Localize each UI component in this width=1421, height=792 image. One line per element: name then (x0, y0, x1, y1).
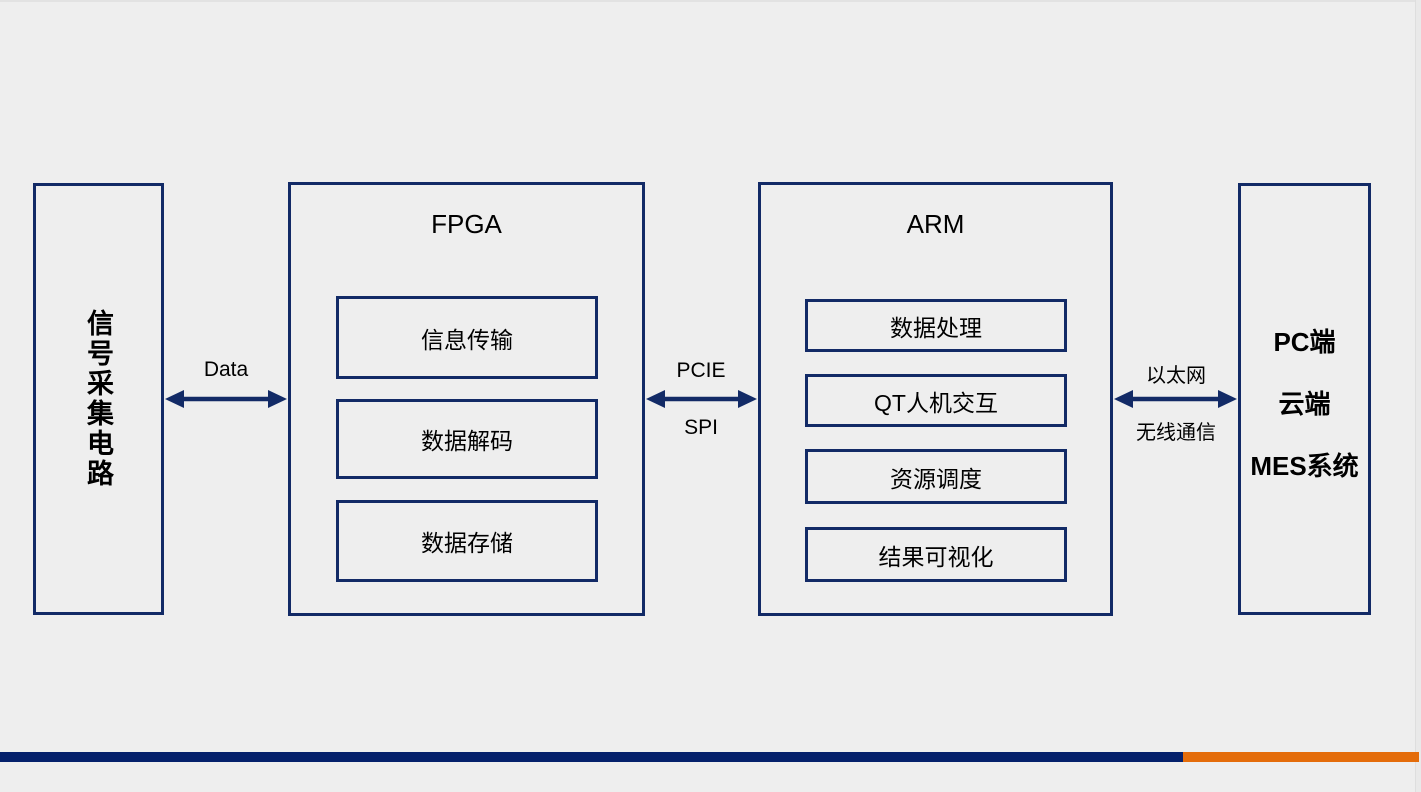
client-line-mes: MES系统 (1250, 451, 1359, 481)
double-arrow-signal-fpga (165, 390, 287, 408)
fpga-item-info-transfer-label: 信息传输 (421, 326, 513, 353)
block-arm: ARM 数据处理 QT人机交互 资源调度 结果可视化 (758, 182, 1113, 616)
arm-item-resource-scheduling: 资源调度 (805, 449, 1067, 504)
fpga-item-data-decode-label: 数据解码 (421, 428, 513, 454)
arm-item-result-visualization-label: 结果可视化 (878, 543, 994, 570)
top-edge-divider (0, 0, 1421, 2)
block-signal-acquisition-label: 信号采集电路 (83, 309, 113, 489)
fpga-item-data-storage: 数据存储 (336, 500, 598, 582)
block-fpga: FPGA 信息传输 数据解码 数据存储 (288, 182, 645, 616)
footer-bar-orange (1183, 752, 1419, 762)
arm-item-resource-scheduling-label: 资源调度 (890, 465, 982, 492)
block-clients: PC端 云端 MES系统 (1238, 183, 1371, 615)
connector-data-label: Data (203, 358, 249, 381)
block-fpga-title: FPGA (431, 209, 502, 239)
connector-spi-label: SPI (684, 416, 718, 439)
fpga-item-data-decode: 数据解码 (336, 399, 598, 479)
arm-item-data-processing-label: 数据处理 (890, 314, 982, 341)
arm-item-qt-hmi-label: QT人机交互 (874, 389, 998, 416)
fpga-item-data-storage-label: 数据存储 (421, 530, 513, 556)
block-signal-acquisition: 信号采集电路 (33, 183, 164, 615)
arm-item-qt-hmi: QT人机交互 (805, 374, 1067, 427)
block-arm-title: ARM (906, 209, 965, 239)
block-clients-lines: PC端 云端 MES系统 (1241, 311, 1368, 497)
client-line-pc: PC端 (1273, 327, 1336, 357)
connector-wireless-label: 无线通信 (1136, 422, 1216, 444)
arm-item-result-visualization: 结果可视化 (805, 527, 1067, 582)
client-line-cloud: 云端 (1278, 389, 1331, 419)
scrollbar-track (1415, 0, 1421, 792)
fpga-item-info-transfer: 信息传输 (336, 296, 598, 379)
connector-pcie-label: PCIE (676, 359, 726, 382)
footer-bar-navy (0, 752, 1183, 762)
double-arrow-fpga-arm (646, 390, 757, 408)
connector-ethernet-label: 以太网 (1146, 365, 1206, 387)
arm-item-data-processing: 数据处理 (805, 299, 1067, 352)
double-arrow-arm-clients (1114, 390, 1237, 408)
